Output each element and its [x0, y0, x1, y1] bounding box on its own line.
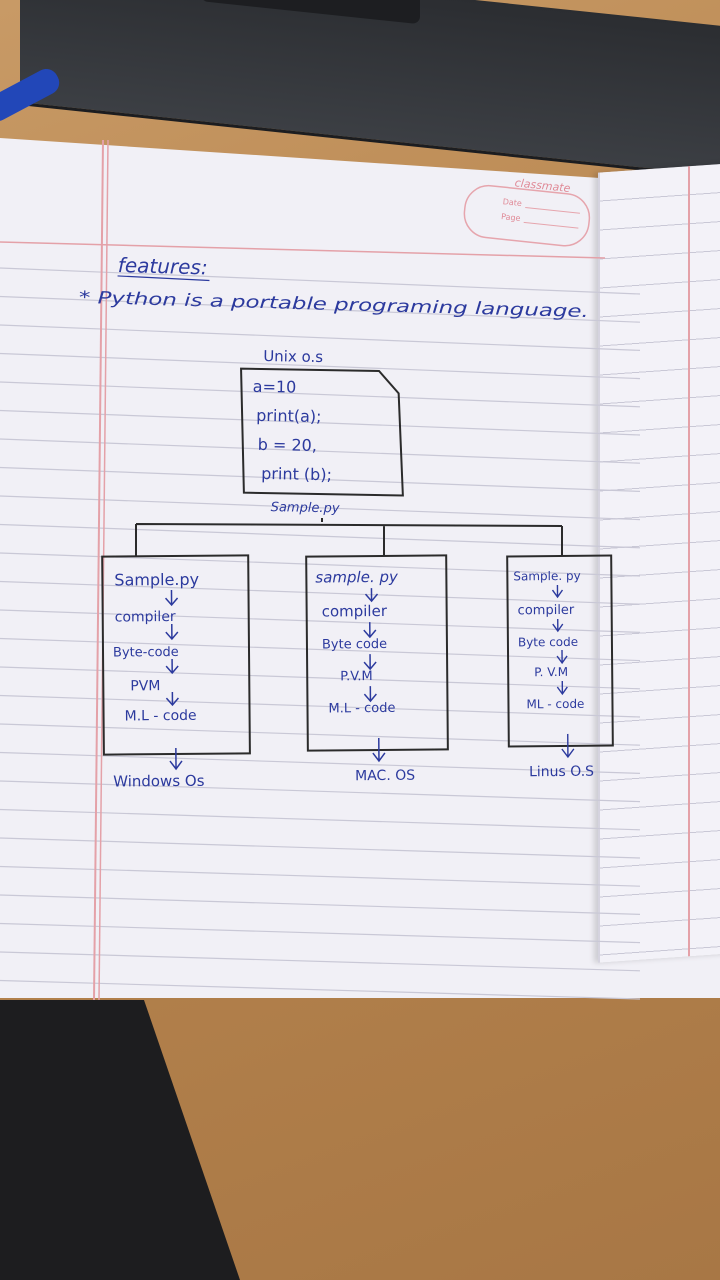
code-line: a=10: [253, 377, 297, 397]
target-os-mac: MAC. OS: [355, 768, 415, 785]
step-compiler: compiler: [322, 602, 388, 621]
ruled-line: [0, 352, 641, 380]
source-title: Unix o.s: [263, 347, 323, 366]
ruled-line: [0, 808, 641, 831]
ruled-line: [0, 381, 641, 408]
ruled-line: [0, 865, 641, 887]
code-line: b = 20,: [258, 435, 318, 455]
step-source: Sample.py: [114, 570, 199, 590]
step-source: Sample. py: [513, 569, 580, 584]
step-vm: P.V.M: [340, 669, 373, 684]
ruled-line: [0, 666, 641, 690]
step-compiler: compiler: [518, 603, 575, 618]
ruled-line: [0, 723, 641, 746]
ruled-line: [0, 694, 641, 718]
column-mac: sample. py compiler Byte code P.V.M M.L …: [305, 554, 449, 785]
features-heading: features:: [118, 253, 208, 279]
margin-line: [93, 139, 104, 1001]
target-os-windows: Windows Os: [113, 772, 205, 791]
ruled-line: [0, 495, 641, 521]
ruled-line: [0, 523, 641, 549]
ruled-line: [0, 637, 641, 662]
step-bytecode: Byte code: [322, 637, 387, 653]
ruled-line: [0, 922, 641, 944]
classmate-stamp: classmate Date Page: [463, 176, 591, 247]
ruled-line: [0, 409, 641, 436]
page-label: Page: [501, 212, 521, 223]
step-bytecode: Byte-code: [113, 645, 179, 661]
ruled-line: [0, 438, 641, 464]
step-vm: PVM: [130, 678, 160, 694]
python-portable-note: * Python is a portable programing langua…: [79, 288, 589, 322]
branch-connector: [135, 518, 563, 556]
step-bytecode: Byte code: [518, 635, 578, 650]
ruled-line: [0, 751, 641, 774]
step-compiler: compiler: [115, 609, 176, 626]
step-machine-code: M.L - code: [328, 701, 395, 717]
ruled-line: [0, 894, 641, 915]
ruled-line: [0, 324, 641, 351]
source-program: Unix o.s a=10 print(a); b = 20, print (b…: [240, 347, 404, 516]
source-file-label: Sample.py: [271, 500, 340, 516]
step-vm: P. V.M: [534, 665, 568, 679]
source-code-box: [240, 367, 404, 497]
ruled-line: [0, 580, 641, 605]
ruled-line: [0, 837, 641, 859]
column-windows: Sample.py compiler Byte-code PVM M.L - c…: [101, 554, 251, 791]
code-line: print(a);: [256, 406, 322, 426]
target-os-linux: Linus O.S: [529, 764, 594, 781]
step-source: sample. py: [315, 568, 399, 587]
ruled-line: [0, 979, 641, 1000]
step-machine-code: ML - code: [526, 697, 584, 712]
ruled-line: [0, 609, 641, 633]
code-line: print (b);: [261, 464, 332, 484]
column-linux: Sample. py compiler Byte code P. V.M ML …: [506, 554, 614, 781]
date-label: Date: [502, 197, 522, 208]
ruled-line: [0, 466, 641, 492]
step-machine-code: M.L - code: [125, 708, 197, 725]
brand-name: classmate: [514, 176, 571, 195]
ruled-line: [0, 951, 641, 972]
ruled-line: [0, 780, 641, 803]
